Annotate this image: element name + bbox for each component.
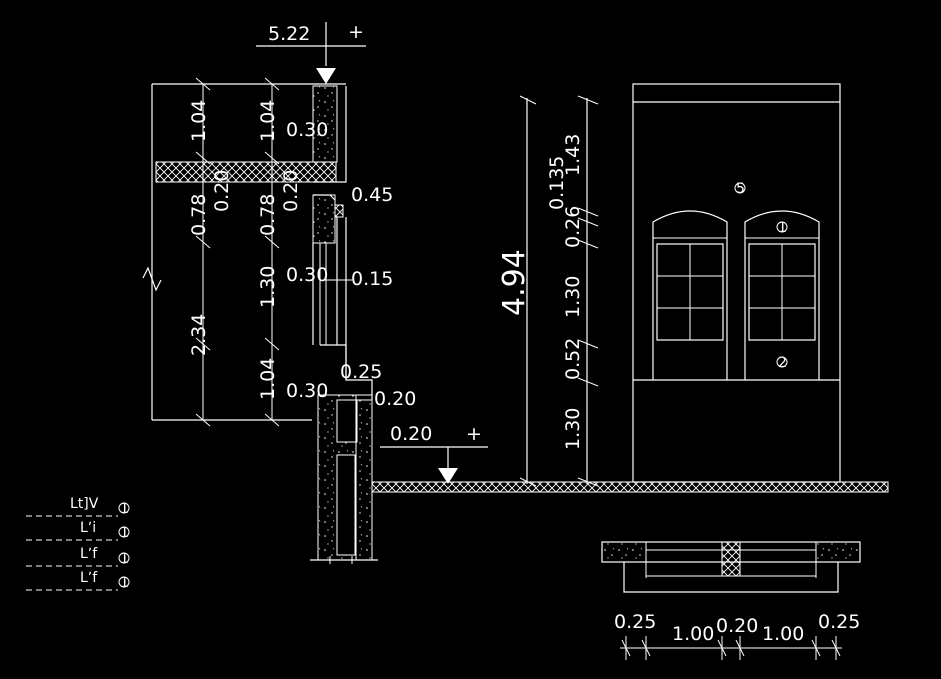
dim-2-34: 2.34 <box>188 314 210 356</box>
legend-num-4: 1 <box>120 575 129 591</box>
dim-0-20-a: 0.20 <box>211 170 233 212</box>
legend-row-2: Lʼi <box>80 520 96 536</box>
wall-030-mid: 0.30 <box>286 264 328 286</box>
elev-dim-0-26: 0.26 <box>562 206 584 248</box>
plan-dim-0-20: 0.20 <box>716 615 758 637</box>
dim-1-04-a: 1.04 <box>188 100 210 142</box>
legend-num-2: 1 <box>120 525 129 541</box>
plan-dim-0-25-a: 0.25 <box>614 611 656 633</box>
ground-line <box>371 481 889 493</box>
elev-dim-1-30: 1.30 <box>562 276 584 318</box>
dim-0-15: 0.15 <box>351 268 393 290</box>
window-left <box>652 210 728 380</box>
dim-0-45: 0.45 <box>351 184 393 206</box>
dim-1-30: 1.30 <box>257 266 279 308</box>
dim-0-20-b: 0.20 <box>280 170 302 212</box>
wall-030-top: 0.30 <box>286 119 328 141</box>
legend-row-4: Lʼf <box>80 570 98 586</box>
elev-dim-0-135: 0.135 <box>546 156 568 210</box>
svg-text:+: + <box>466 423 482 445</box>
plan-view: 0.25 1.00 0.20 1.00 0.25 <box>601 541 861 660</box>
dim-0-25: 0.25 <box>340 361 382 383</box>
top-level-marker: + 5.22 <box>256 21 366 84</box>
plan-dim-0-25-b: 0.25 <box>818 611 860 633</box>
facade-outline <box>632 83 841 483</box>
elev-dim-1-43: 1.43 <box>562 134 584 176</box>
legend-num-3: 1 <box>120 551 129 567</box>
elevation-view: 4.94 1.43 0.135 0.26 1.30 0.52 1.30 5 <box>497 83 841 487</box>
section-view: + 5.22 <box>142 21 488 564</box>
dim-0-78-a: 0.78 <box>188 194 210 236</box>
top-level-text: 5.22 <box>268 23 310 45</box>
roof-slab <box>155 161 337 183</box>
wall-top <box>312 85 338 163</box>
dim-1-04-b: 1.04 <box>257 100 279 142</box>
marker-5: 5 <box>736 181 745 197</box>
dim-1-04-c: 1.04 <box>257 358 279 400</box>
legend-row-1: Lt]V <box>70 496 99 512</box>
legend-row-3: Lʼf <box>80 546 98 562</box>
marker-2: 2 <box>778 355 787 371</box>
legend: Lt]V Lʼi Lʼf Lʼf 1 1 1 1 <box>26 496 130 591</box>
plan-dim-1-00-b: 1.00 <box>762 623 804 645</box>
wall-030-bot: 0.30 <box>286 380 328 402</box>
elev-dim-0-52: 0.52 <box>562 338 584 380</box>
ground-level-text: 0.20 <box>390 423 432 445</box>
total-height: 4.94 <box>497 249 532 316</box>
window-right: 1 2 <box>744 210 820 380</box>
legend-num-1: 1 <box>120 501 129 517</box>
dim-0-78-b: 0.78 <box>257 194 279 236</box>
dim-0-20: 0.20 <box>374 388 416 410</box>
marker-1: 1 <box>778 220 787 236</box>
break-symbol <box>142 266 162 292</box>
lintel <box>312 194 336 244</box>
svg-text:+: + <box>348 21 364 43</box>
elev-dim-1-30-b: 1.30 <box>562 408 584 450</box>
ground-level-marker: + 0.20 <box>380 423 488 484</box>
plan-dim-1-00-a: 1.00 <box>672 623 714 645</box>
